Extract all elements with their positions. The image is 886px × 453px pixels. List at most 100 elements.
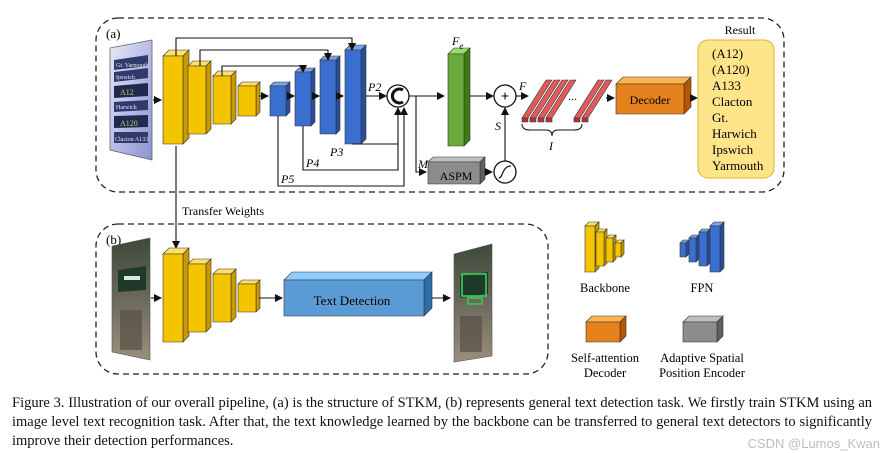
caption-line-1: Figure 3. Illustration of our overall pi… (12, 395, 820, 411)
panel-a-label: (a) (106, 26, 120, 41)
decoder-block (615, 76, 692, 115)
legend-backbone-layer-front (614, 242, 622, 258)
backbone-layer-front (162, 253, 184, 343)
text-detection-label: Text Detection (314, 293, 391, 308)
backbone-layer-front (212, 273, 232, 323)
backbone-layer-front (212, 75, 232, 125)
decoder-box-top (615, 76, 692, 85)
feature-sequence (521, 79, 613, 123)
result-box (697, 39, 775, 179)
legend-fpn-layer-side (706, 228, 711, 267)
fe-block (447, 47, 471, 147)
result-list: (A12)(A120)A133ClactonGt.HarwichIpswichY… (712, 46, 764, 173)
result-item: Ipswich (712, 142, 754, 157)
backbone-layer-front (187, 65, 207, 135)
label-p2: P2 (367, 80, 381, 94)
input-image-a: Gt. Yarmouth Ipswich A12 Harwich A120 Cl… (109, 39, 153, 161)
backbone-layer-side (230, 268, 237, 323)
legend-fpn-layer-side (719, 221, 725, 273)
legend-fpn-layer-front (688, 237, 697, 263)
aspm-box-side (479, 156, 486, 185)
figure-caption: Figure 3. Illustration of our overall pi… (12, 394, 872, 451)
fpn-layer-front (269, 85, 287, 117)
backbone-layer-front (162, 55, 184, 145)
result-item: Gt. (712, 110, 728, 125)
label-p3: P3 (329, 145, 343, 159)
fpn-layer-side (335, 55, 341, 135)
input-image-b (111, 237, 151, 361)
legend-fpn-layer-side (685, 239, 690, 258)
decoder-box-side (683, 76, 692, 115)
legend-backbone-icon (584, 221, 625, 273)
legend-encoder-icon (682, 315, 724, 343)
sigmoid-node (493, 160, 517, 184)
watermark: CSDN @Lumos_Kwan (747, 436, 880, 451)
legend-backbone-layer-front (605, 237, 614, 263)
feed-p5 (277, 107, 408, 187)
legend-backbone-layer-side (620, 239, 625, 258)
aspm-label: ASPM (440, 169, 473, 183)
legend-encoder-label-2: Position Encoder (659, 366, 746, 380)
label-f: F (518, 79, 527, 93)
transfer-weights-label: Transfer Weights (182, 204, 264, 218)
aspm-box-top (427, 156, 486, 163)
legend-backbone-layer-front (584, 225, 596, 273)
label-p4: P4 (305, 156, 319, 170)
caption-line-2: using an image level text recognition ta… (12, 395, 873, 430)
panel-b-border (95, 223, 549, 375)
decoder-box-front (615, 83, 685, 115)
panel-a-border (95, 17, 785, 193)
aspm-block (427, 156, 486, 185)
label-i: I (548, 139, 554, 153)
backbone-layer-front (187, 263, 207, 333)
input-text-line: Clacton A133 (115, 137, 148, 143)
panel-b-label: (b) (106, 232, 121, 247)
legend-fpn-layer-front (709, 225, 721, 273)
legend-encoder-label-1: Adaptive Spatial (660, 351, 744, 365)
backbone-layer-front (237, 283, 257, 313)
feed-p4 (302, 126, 399, 171)
legend-backbone-label: Backbone (580, 281, 630, 295)
legend-fpn-label: FPN (691, 281, 714, 295)
output-image-b (453, 243, 493, 363)
input-text-line: A12 (120, 88, 134, 97)
seq-slice-edge (529, 117, 537, 123)
text-detection-box-side (423, 271, 433, 317)
seq-slice-edge (573, 117, 581, 123)
fpn-layer-side (310, 67, 316, 127)
legend-encoder-box-front (682, 321, 718, 343)
seq-slice-edge (521, 117, 529, 123)
fpn-a (269, 44, 367, 145)
backbone-layer-side (230, 70, 237, 125)
backbone-b (162, 247, 261, 343)
backbone-layer-side (205, 60, 212, 135)
legend-encoder-box-top (682, 315, 724, 323)
fpn-layer-side (285, 81, 291, 117)
fe-layer-front (447, 53, 465, 147)
input-text-line: Gt. Yarmouth (116, 63, 149, 69)
result-item: (A12) (712, 46, 743, 61)
legend-fpn-layer-front (679, 242, 687, 258)
skip-connection (221, 65, 307, 76)
legend-decoder-box-front (585, 321, 621, 343)
result-item: Harwich (712, 126, 757, 141)
text-detection-box-front (283, 279, 425, 317)
seq-dots: ... (568, 89, 577, 103)
legend-decoder-icon (585, 315, 627, 343)
input-text-line: A120 (120, 119, 138, 128)
caption-line-3: detectors to significantly improve their… (12, 414, 872, 449)
legend-decoder-label-1: Self-attention (571, 351, 640, 365)
seq-slice-edge (537, 117, 545, 123)
legend-fpn-layer-side (695, 234, 700, 263)
legend-backbone-layer-front (595, 231, 605, 267)
label-fe: Fe (451, 34, 463, 51)
backbone-layer-front (237, 85, 257, 117)
plus-symbol: + (501, 89, 510, 105)
pipeline-diagram: (a) Gt. Yarmouth Ipswich A12 Harwich A12… (95, 17, 785, 380)
backbone-layer-side (205, 258, 212, 333)
backbone-layer-side (255, 81, 261, 117)
skip-connection (175, 37, 356, 56)
fpn-layer-side (360, 44, 367, 145)
skip-connection (199, 49, 332, 66)
label-p5: P5 (280, 172, 294, 186)
